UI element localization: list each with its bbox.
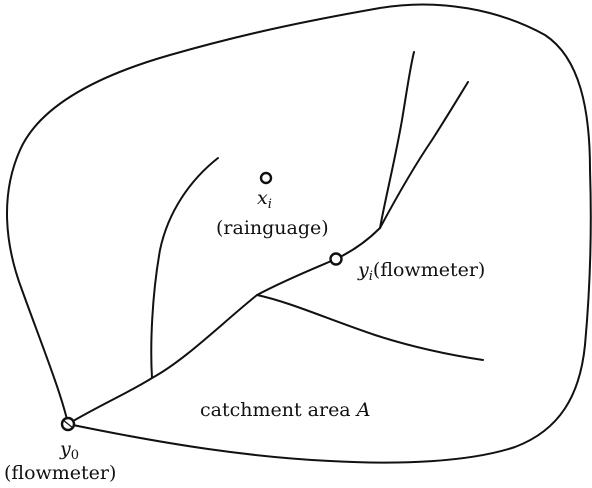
main-channel: [67, 227, 381, 425]
flowmeter-outlet-label: y0: [59, 438, 79, 463]
flowmeter-outlet-cross: [62, 419, 74, 429]
tributary-left: [150, 157, 219, 379]
rainguage-marker: [259, 171, 273, 185]
flowmeter-outlet-description: (flowmeter): [4, 462, 116, 484]
rainguage-label: xi: [257, 187, 272, 212]
tributary-lower-right: [256, 294, 484, 361]
flowmeter-inner-marker: [329, 252, 343, 266]
flowmeter-inner-label: yi(flowmeter): [357, 259, 485, 284]
catchment-area-label: catchment area A: [200, 399, 370, 421]
catchment-boundary: [6, 3, 592, 464]
rainguage-description: (rainguage): [216, 217, 329, 239]
tributary-upper-right: [379, 81, 469, 229]
tributary-upper-left: [379, 51, 415, 229]
